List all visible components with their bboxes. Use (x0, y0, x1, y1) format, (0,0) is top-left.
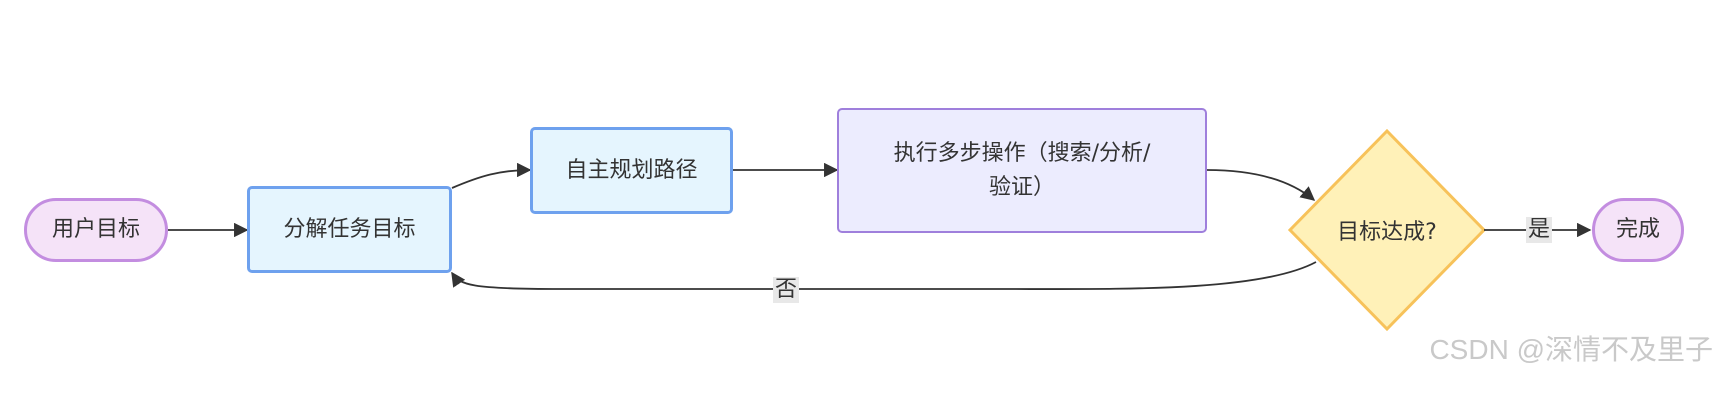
edge-execute-to-decision (1206, 169, 1316, 201)
node-decision-text: 目标达成? (1337, 220, 1437, 245)
edge-decision-no-to-decompose (451, 261, 1317, 290)
node-user-goal-label: 用户目标 (51, 217, 140, 242)
node-plan: 自主规划路径 (530, 127, 733, 214)
node-decompose: 分解任务目标 (247, 186, 452, 273)
node-plan-label: 自主规划路径 (565, 157, 698, 183)
node-execute-label-line2: 验证） (988, 174, 1055, 200)
node-done: 完成 (1592, 198, 1684, 262)
node-decision-label: 目标达成? (1310, 210, 1464, 250)
edge-decompose-to-plan (451, 162, 532, 189)
csdn-watermark: CSDN @深情不及里子 (1429, 334, 1713, 365)
node-execute: 执行多步操作（搜索/分析/ 验证） (837, 108, 1207, 233)
node-decompose-label: 分解任务目标 (283, 216, 416, 242)
decision-diamond (1287, 128, 1487, 332)
node-execute-label-line1: 执行多步操作（搜索/分析/ (893, 140, 1151, 166)
edge-label-no: 否 (773, 277, 800, 303)
node-done-label: 完成 (1615, 217, 1660, 242)
node-user-goal: 用户目标 (24, 198, 168, 262)
edge-label-yes: 是 (1526, 217, 1553, 243)
